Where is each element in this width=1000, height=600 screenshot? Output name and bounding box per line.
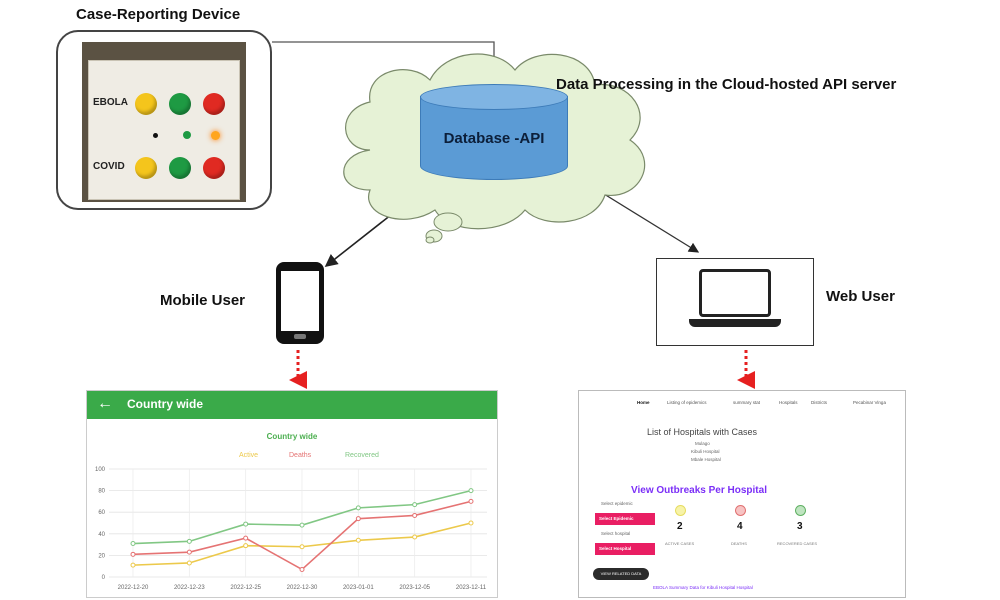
covid-green-button <box>169 157 191 179</box>
hospitals-title: List of Hospitals with Cases <box>647 427 758 437</box>
y-tick-label: 40 <box>98 532 105 538</box>
legend-deaths: Deaths <box>289 452 312 459</box>
summary-footer-link[interactable]: EBOLA Summary Data for Kibuli Hospital H… <box>653 585 753 590</box>
data-point-deaths <box>186 549 192 555</box>
data-point-recovered <box>468 488 474 494</box>
x-tick-label: 2023-12-11 <box>456 585 487 591</box>
data-point-deaths <box>130 551 136 557</box>
recovered-cases-caption: RECOVERED CASES <box>777 541 818 546</box>
data-point-active <box>412 534 418 540</box>
x-tick-label: 2022-12-20 <box>118 585 149 591</box>
data-point-recovered <box>299 522 305 528</box>
chart-title: Country wide <box>267 432 318 441</box>
data-point-recovered <box>243 521 249 527</box>
cloud-label: Data Processing in the Cloud-hosted API … <box>556 76 897 93</box>
covid-label: COVID <box>93 161 125 172</box>
device-label: Case-Reporting Device <box>76 6 241 23</box>
data-point-recovered <box>355 505 361 511</box>
data-point-active <box>243 543 249 549</box>
nav-home[interactable]: Home <box>637 400 650 405</box>
x-tick-label: 2022-12-25 <box>230 585 261 591</box>
covid-red-button <box>203 157 225 179</box>
data-point-recovered <box>412 502 418 508</box>
deaths-count: 4 <box>737 521 743 532</box>
database-cylinder-top <box>420 84 568 110</box>
legend-recovered: Recovered <box>345 452 379 459</box>
database-label: Database -API <box>443 130 545 147</box>
nav-districts[interactable]: Districts <box>811 400 827 405</box>
mobile-app-header: ← Country wide <box>87 391 497 419</box>
indicator-led-green <box>183 131 191 139</box>
data-point-deaths <box>468 498 474 504</box>
data-point-deaths <box>355 516 361 522</box>
select-hospital-label: Select hospital <box>601 531 631 536</box>
data-point-deaths <box>412 512 418 518</box>
data-point-active <box>130 562 136 568</box>
data-point-deaths <box>243 535 249 541</box>
hospital-item: Mulago <box>695 441 710 446</box>
y-tick-label: 20 <box>98 553 105 559</box>
x-tick-label: 2022-12-30 <box>287 585 318 591</box>
web-user-label: Web User <box>826 288 895 305</box>
nav-summary[interactable]: summary stat <box>733 400 761 405</box>
covid-yellow-button <box>135 157 157 179</box>
laptop-icon <box>656 258 814 346</box>
data-point-active <box>186 560 192 566</box>
data-point-deaths <box>299 566 305 572</box>
data-point-recovered <box>130 541 136 547</box>
data-point-active <box>355 537 361 543</box>
nav-listing[interactable]: Listing of epidemics <box>667 400 707 405</box>
y-tick-label: 60 <box>98 510 105 516</box>
ebola-label: EBOLA <box>93 97 128 108</box>
hospital-item: Kibuli Hospital <box>691 449 720 454</box>
y-tick-label: 80 <box>98 489 105 495</box>
recovered-cases-count: 3 <box>797 521 803 532</box>
device-box: EBOLA COVID <box>88 60 240 200</box>
nav-pecabinar[interactable]: Pecabinar Vinga <box>853 400 886 405</box>
web-app-screenshot: Home Listing of epidemics summary stat H… <box>578 390 906 598</box>
x-tick-label: 2023-12-05 <box>399 585 430 591</box>
y-tick-label: 100 <box>95 467 106 473</box>
outbreaks-title: View Outbreaks Per Hospital <box>631 485 767 496</box>
active-cases-count: 2 <box>677 521 683 532</box>
legend-active: Active <box>239 452 258 459</box>
select-hospital-button[interactable]: Select Hospital <box>595 543 655 555</box>
y-tick-label: 0 <box>102 575 106 581</box>
recovered-cases-icon <box>795 505 806 516</box>
mobile-user-label: Mobile User <box>160 292 246 309</box>
data-point-recovered <box>186 538 192 544</box>
data-point-active <box>468 520 474 526</box>
view-related-data-button[interactable]: VIEW RELATED DATA <box>593 568 649 580</box>
hospital-item: Mbale Hospital <box>691 457 721 462</box>
deaths-icon <box>735 505 746 516</box>
ebola-yellow-button <box>135 93 157 115</box>
nav-hospitals[interactable]: Hospitals <box>779 400 798 405</box>
ebola-green-button <box>169 93 191 115</box>
smartphone-icon <box>276 262 324 344</box>
indicator-led-orange <box>211 131 220 140</box>
active-cases-icon <box>675 505 686 516</box>
deaths-caption: DEATHS <box>731 541 747 546</box>
device-photo: EBOLA COVID <box>82 42 246 202</box>
select-epidemic-button[interactable]: Select Epidemic <box>595 513 655 525</box>
arrow-left-icon[interactable]: ← <box>97 395 113 412</box>
select-epidemic-label: Select epidemic <box>601 501 633 506</box>
active-cases-caption: ACTIVE CASES <box>665 541 695 546</box>
mobile-app-title: Country wide <box>127 397 204 411</box>
ebola-red-button <box>203 93 225 115</box>
x-tick-label: 2023-01-01 <box>343 585 374 591</box>
data-point-active <box>299 544 305 550</box>
x-tick-label: 2022-12-23 <box>174 585 205 591</box>
indicator-led-off <box>153 133 158 138</box>
